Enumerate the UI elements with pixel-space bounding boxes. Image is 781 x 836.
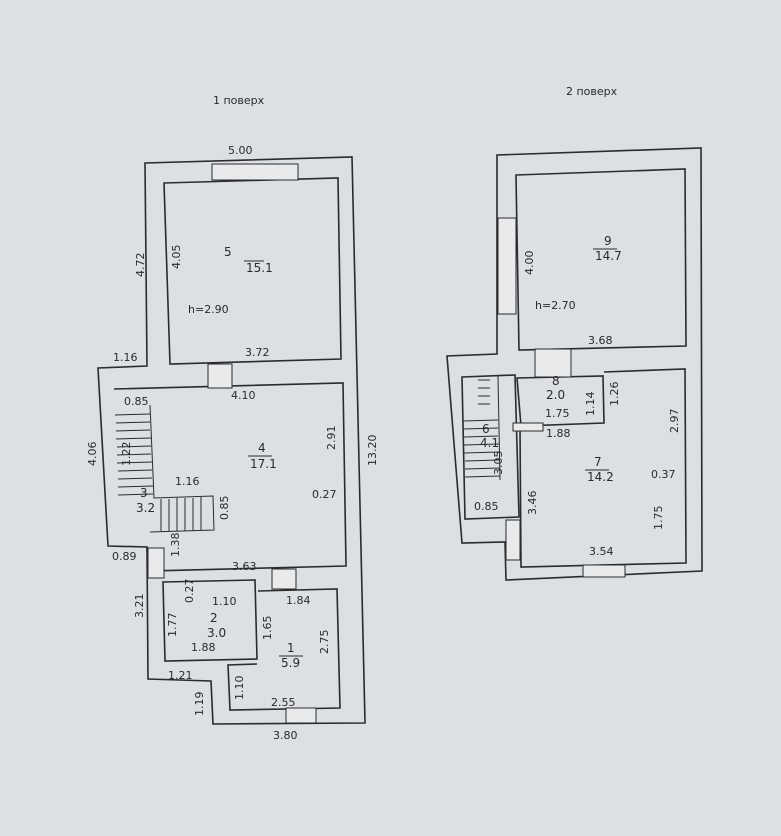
room-9-number: 9 bbox=[604, 234, 612, 248]
dim-label: 4.10 bbox=[231, 389, 256, 402]
window-top bbox=[211, 163, 299, 181]
dim-label: 3.05 bbox=[492, 451, 505, 476]
dim-label: 1.10 bbox=[212, 595, 237, 608]
dim-label: 3.72 bbox=[245, 346, 270, 359]
dim-label: 1.65 bbox=[261, 616, 274, 641]
window-bottom-2 bbox=[582, 564, 626, 578]
dim-label: 0.37 bbox=[651, 468, 676, 481]
dim-label: 1.16 bbox=[113, 351, 138, 364]
floor-2-stairs bbox=[462, 375, 501, 481]
room-5-area: 15.1 bbox=[246, 261, 273, 275]
floor-1-stairs bbox=[114, 404, 215, 533]
room-9-wall bbox=[515, 168, 687, 351]
dim-label: 1.10 bbox=[233, 676, 246, 701]
dim-label: 3.68 bbox=[588, 334, 613, 347]
room-2-number: 2 bbox=[210, 611, 218, 625]
dim-label: 0.89 bbox=[112, 550, 137, 563]
room-8-wall bbox=[516, 375, 605, 427]
room-7-number: 7 bbox=[594, 455, 602, 469]
dim-label: 1.84 bbox=[286, 594, 311, 607]
floor-1-height: h=2.90 bbox=[188, 303, 229, 316]
room-4-wall bbox=[113, 382, 347, 572]
floor-2-title: 2 поверх bbox=[566, 85, 618, 98]
dim-label: 1.75 bbox=[652, 506, 665, 531]
room-3-number: 3 bbox=[140, 486, 148, 500]
dim-label: 4.72 bbox=[134, 253, 147, 278]
dim-label: 5.00 bbox=[228, 144, 253, 157]
dim-label: 1.14 bbox=[584, 392, 597, 417]
room-6-wall bbox=[461, 374, 520, 520]
window-bottom bbox=[285, 707, 317, 724]
floor-2-plan: 2 поверх 9 14.7 h=2.70 8 2.0 6 4.1 7 14.… bbox=[446, 85, 703, 581]
dim-label: 3.80 bbox=[273, 729, 298, 742]
dim-label: 2.91 bbox=[325, 426, 338, 451]
dim-label: 2.75 bbox=[318, 630, 331, 655]
dim-label: 0.27 bbox=[312, 488, 337, 501]
door-8-7 bbox=[512, 422, 544, 432]
room-4-number: 4 bbox=[258, 441, 266, 455]
door-4-1 bbox=[271, 568, 297, 590]
dim-label: 4.00 bbox=[523, 251, 536, 276]
door-stair-2 bbox=[505, 519, 521, 561]
dim-label: 13.20 bbox=[366, 435, 379, 467]
room-3-area: 3.2 bbox=[136, 501, 155, 515]
dim-label: 1.75 bbox=[545, 407, 570, 420]
room-1-area: 5.9 bbox=[281, 656, 300, 670]
dim-label: 0.85 bbox=[124, 395, 149, 408]
room-7-wall bbox=[519, 368, 687, 568]
room-1-wall bbox=[227, 588, 341, 711]
room-2-wall bbox=[162, 579, 258, 662]
floor-1-plan: 1 поверх 5 15.1 h=2.90 4 17.1 3 3.2 bbox=[86, 94, 379, 742]
floor-1-title: 1 поверх bbox=[213, 94, 265, 107]
dim-label: 1.77 bbox=[166, 613, 179, 638]
dim-label: 1.88 bbox=[191, 641, 216, 654]
room-6-number: 6 bbox=[482, 422, 490, 436]
door-stair-landing bbox=[147, 547, 165, 579]
dim-label: 0.85 bbox=[474, 500, 499, 513]
dim-label: 1.19 bbox=[193, 692, 206, 717]
floor-1-outer-wall bbox=[97, 156, 366, 725]
door-5-4 bbox=[207, 363, 233, 389]
room-1-number: 1 bbox=[287, 641, 295, 655]
dim-label: 3.21 bbox=[133, 594, 146, 619]
dim-label: 1.16 bbox=[175, 475, 200, 488]
dim-label: 1.88 bbox=[546, 427, 571, 440]
dim-label: 1.38 bbox=[169, 533, 182, 558]
dim-label: 1.22 bbox=[120, 442, 133, 467]
room-6-area: 4.1 bbox=[480, 436, 499, 450]
dim-label: 2.55 bbox=[271, 696, 296, 709]
room-2-area: 3.0 bbox=[207, 626, 226, 640]
dim-label: 2.97 bbox=[668, 409, 681, 434]
dim-label: 0.27 bbox=[183, 579, 196, 604]
floor-2-height: h=2.70 bbox=[535, 299, 576, 312]
room-8-area: 2.0 bbox=[546, 388, 565, 402]
room-7-area: 14.2 bbox=[587, 470, 614, 484]
dim-label: 4.05 bbox=[170, 245, 183, 270]
dim-label: 3.54 bbox=[589, 545, 614, 558]
room-9-area: 14.7 bbox=[595, 249, 622, 263]
floor-2-outer-wall bbox=[446, 147, 703, 581]
room-5-number: 5 bbox=[224, 245, 232, 259]
dim-label: 1.21 bbox=[168, 669, 193, 682]
room-4-area: 17.1 bbox=[250, 457, 277, 471]
dim-label: 0.85 bbox=[218, 496, 231, 521]
window-left bbox=[497, 217, 517, 315]
dim-label: 1.26 bbox=[608, 382, 621, 407]
dim-label: 3.63 bbox=[232, 560, 257, 573]
door-9-8 bbox=[534, 348, 572, 378]
room-8-number: 8 bbox=[552, 374, 560, 388]
dim-label: 4.06 bbox=[86, 442, 99, 467]
dim-label: 3.46 bbox=[526, 491, 539, 516]
